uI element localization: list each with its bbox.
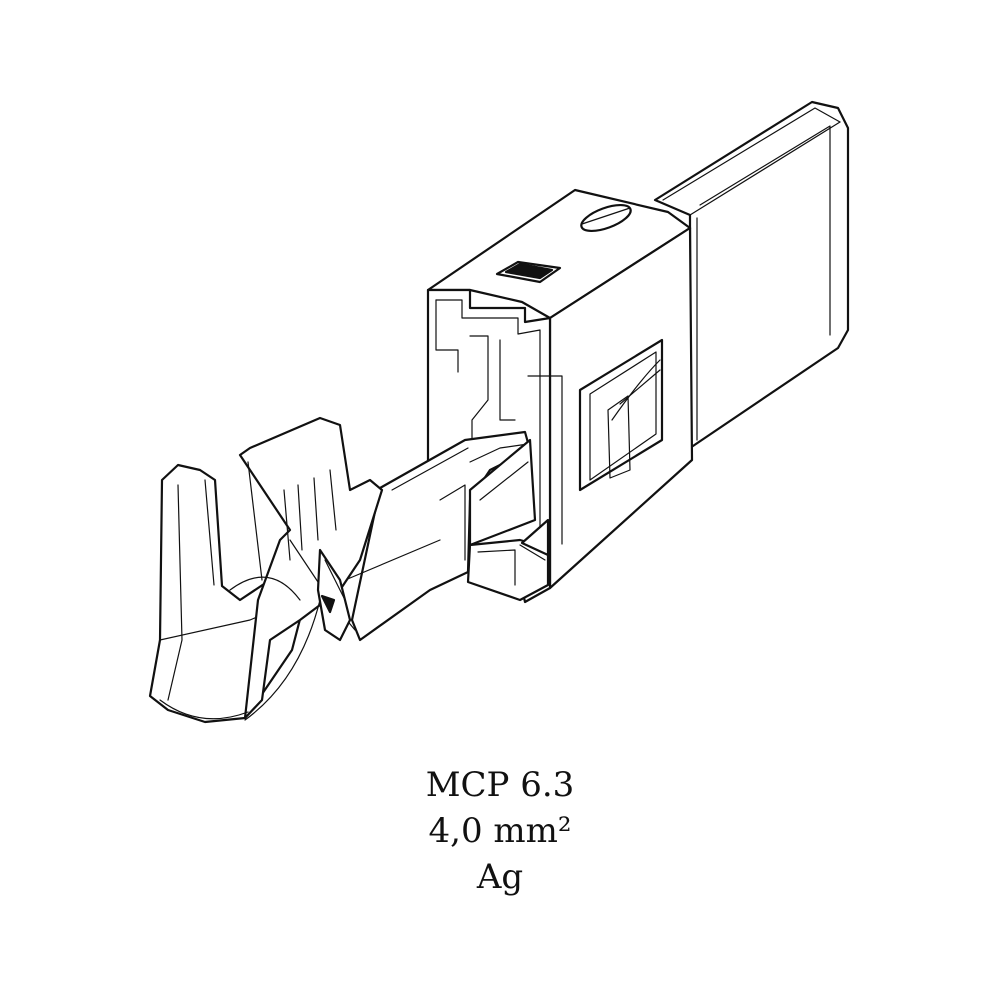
wire-crimp	[148, 416, 441, 724]
caption-line-cross-section: 4,0 mm²	[428, 811, 572, 851]
caption-line-plating: Ag	[476, 857, 524, 897]
caption: MCP 6.3 4,0 mm² Ag	[0, 762, 1000, 900]
transition-strip	[350, 430, 537, 642]
caption-line-part-name: MCP 6.3	[425, 765, 575, 805]
